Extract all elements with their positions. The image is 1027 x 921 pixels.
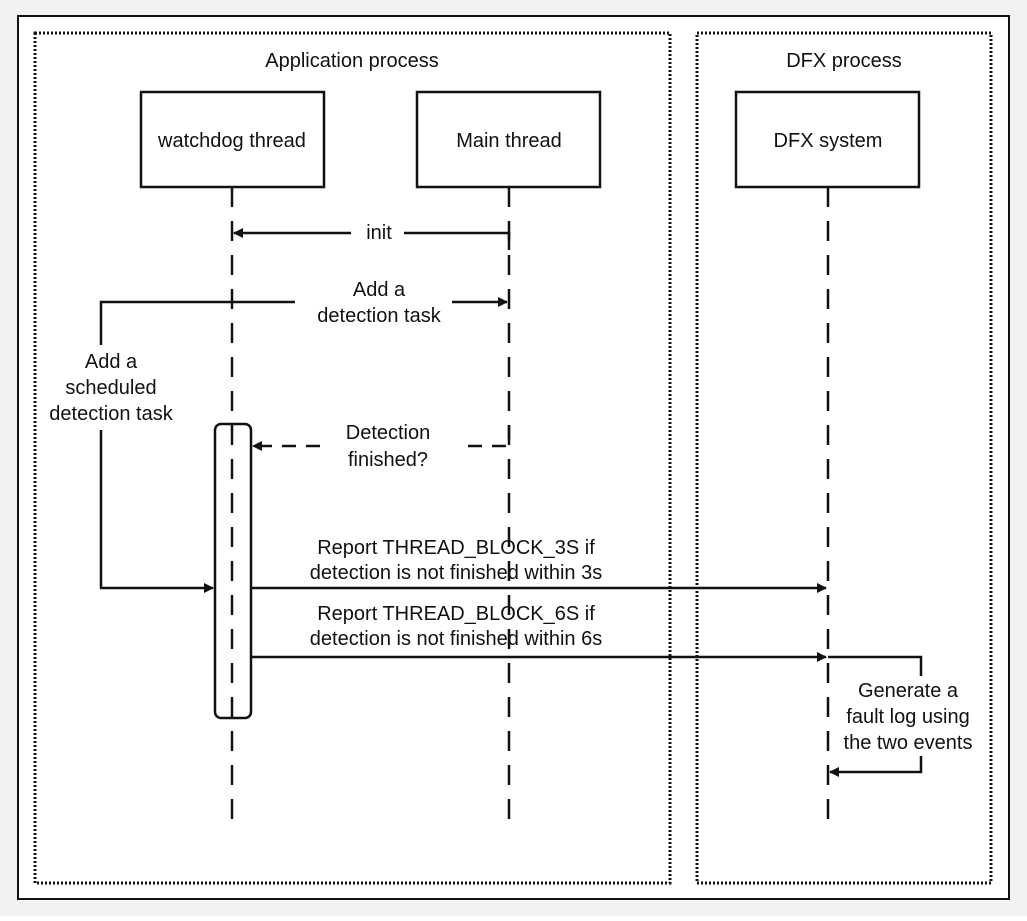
fault-log-loop-arrow [829, 756, 923, 777]
detection-finished-arrow-tail [460, 425, 511, 448]
init-label: init [366, 222, 392, 244]
init-arrow-tail [404, 231, 511, 250]
fault-log-line3: the two events [844, 732, 973, 754]
add-detection-label-line2: detection task [317, 305, 441, 327]
dfx-process-label: DFX process [786, 50, 902, 72]
report-6s-line2: detection is not finished within 6s [310, 628, 602, 650]
watchdog-thread-box [139, 90, 326, 189]
application-process-group [33, 31, 672, 885]
scheduled-label-line2: scheduled [65, 377, 156, 399]
scheduled-label-line1: Add a [85, 351, 138, 373]
report-3s-line1: Report THREAD_BLOCK_3S if [317, 537, 595, 559]
report-3s-line2: detection is not finished within 3s [310, 562, 602, 584]
detection-finished-line1: Detection [346, 422, 431, 444]
watchdog-activation-bar [213, 422, 253, 720]
dfx-system-label: DFX system [774, 130, 883, 152]
main-thread-label: Main thread [456, 130, 562, 152]
scheduled-loop-top [99, 300, 232, 345]
scheduled-label-line3: detection task [49, 403, 173, 425]
detection-finished-line2: finished? [348, 449, 428, 471]
report-6s-line1: Report THREAD_BLOCK_6S if [317, 603, 595, 625]
watchdog-thread-label: watchdog thread [157, 130, 306, 152]
fault-log-loop-top [828, 655, 923, 676]
dfx-system-box [734, 90, 921, 189]
scheduled-loop-arrow [99, 430, 214, 593]
fault-log-line1: Generate a [858, 680, 959, 702]
application-process-label: Application process [265, 50, 438, 72]
fault-log-line2: fault log using [846, 706, 969, 728]
add-detection-label-line1: Add a [353, 279, 406, 301]
